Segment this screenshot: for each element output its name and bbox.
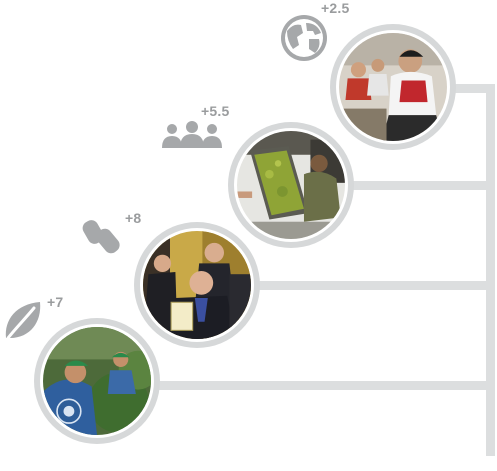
- photo-frame-ceremony: [134, 222, 260, 348]
- workers-photo: [43, 327, 151, 435]
- globe-icon: [279, 13, 329, 63]
- connector-step-4: [440, 84, 495, 93]
- photo-frame-visit: [330, 24, 456, 150]
- connector-trunk: [486, 84, 495, 456]
- step-1-value: +7: [47, 294, 64, 310]
- people-icon: [160, 120, 224, 150]
- thumbs-icon: [82, 216, 126, 254]
- connector-step-1: [145, 381, 495, 390]
- step-3-value: +5.5: [201, 103, 230, 119]
- leaf-icon: [2, 298, 44, 342]
- step-2-value: +8: [125, 210, 142, 226]
- step-4-value: +2.5: [321, 0, 350, 16]
- ceremony-photo: [143, 231, 251, 339]
- connector-step-3: [338, 181, 495, 190]
- photo-frame-workers: [34, 318, 160, 444]
- visit-photo: [339, 33, 447, 141]
- connector-step-2: [245, 281, 495, 290]
- photo-frame-tea-processing: [228, 122, 354, 248]
- tea-processing-photo: [237, 131, 345, 239]
